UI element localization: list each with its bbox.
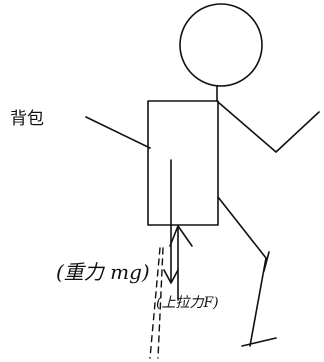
figure-head bbox=[179, 3, 263, 87]
figure-arm bbox=[217, 101, 320, 153]
backpack-leader-line bbox=[85, 116, 151, 149]
gravity-arrow bbox=[163, 159, 179, 284]
foot-mark bbox=[241, 337, 277, 347]
tension-arrow bbox=[169, 225, 193, 301]
tension-label: (上拉力F) bbox=[156, 295, 219, 311]
gravity-label: (重力 mg) bbox=[56, 260, 150, 284]
stick-figure bbox=[179, 3, 320, 347]
leg-tick bbox=[263, 251, 270, 272]
dashed-line-left bbox=[149, 247, 161, 359]
backpack bbox=[147, 100, 219, 226]
backpack-label: 背包 bbox=[10, 109, 44, 129]
figure-leg bbox=[217, 196, 267, 347]
dashed-line-right bbox=[157, 247, 164, 359]
